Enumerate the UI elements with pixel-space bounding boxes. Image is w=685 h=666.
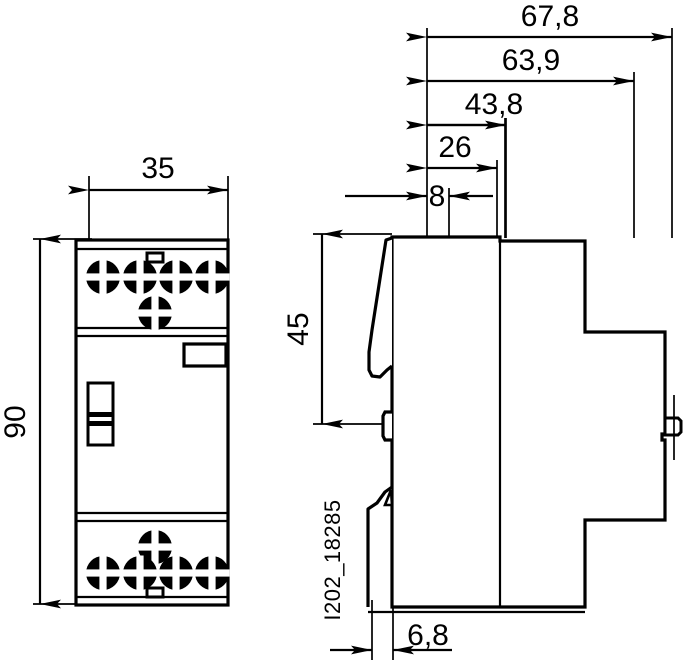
side-mounting-lug: [663, 416, 683, 437]
dim-label-body-depth: 63,9: [502, 44, 560, 77]
toggle-lever-grip-2: [89, 421, 112, 426]
dimension-base-thickness: 6,8: [330, 600, 452, 660]
dimension-rail-height: 45: [282, 229, 392, 429]
dim-label-front-height: 90: [0, 405, 32, 438]
dim-label-base-thickness: 6,8: [407, 619, 449, 652]
dimension-clip-offset: 8: [345, 180, 493, 213]
side-view: 67,8 63,9 43,8 26 8 45: [282, 0, 683, 660]
latch-tab: [381, 410, 392, 442]
toggle-lever-grip-1: [89, 412, 112, 417]
dimension-front-depth: 43,8: [406, 88, 523, 130]
dim-label-rail-height: 45: [282, 312, 315, 345]
indicator-mark-top: [145, 251, 165, 264]
dimension-step-depth: 26: [406, 131, 497, 173]
din-rail-clip: [367, 236, 393, 379]
dimension-body-depth: 63,9: [406, 44, 634, 86]
dimension-front-width: 35: [68, 152, 229, 246]
side-body-outline: [390, 235, 667, 609]
dim-label-clip-offset: 8: [429, 180, 446, 213]
indicator-mark-bottom: [145, 586, 165, 599]
clip-notch-detail: [383, 489, 394, 507]
lower-clip-hook: [366, 485, 393, 607]
label-window: [182, 342, 228, 368]
dim-label-front-depth: 43,8: [465, 88, 523, 121]
front-view: 35 90: [0, 152, 230, 609]
drawing-reference-label: I202_18285: [320, 499, 345, 620]
toggle-lever[interactable]: [86, 381, 115, 447]
dim-label-overall-depth: 67,8: [521, 0, 579, 33]
dim-label-step-depth: 26: [438, 131, 471, 164]
dimension-front-height: 90: [0, 234, 92, 609]
dimension-overall-depth: 67,8: [406, 0, 672, 42]
dim-label-front-width: 35: [141, 152, 174, 185]
